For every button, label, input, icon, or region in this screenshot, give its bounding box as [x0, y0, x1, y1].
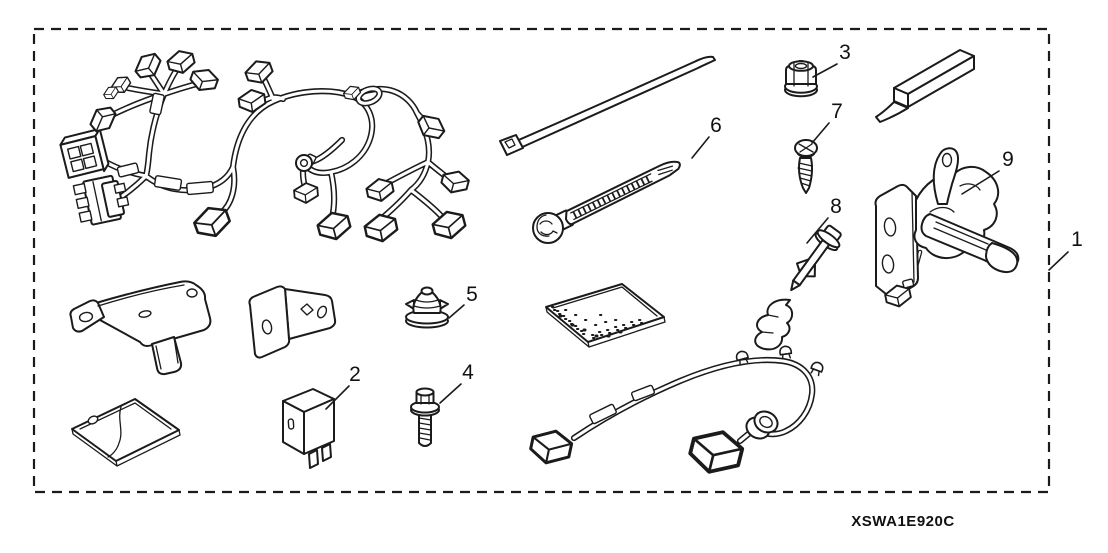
tapping-screw-drawing [794, 139, 818, 194]
flange-bolt-drawing [410, 387, 440, 447]
fastener-sheet-drawing [545, 283, 666, 348]
relay-drawing [282, 388, 335, 469]
callout-9: 9 [1002, 148, 1014, 171]
adhesive-pad-drawing [71, 398, 181, 467]
kit-boundary-dashed-border [32, 27, 1051, 494]
ratchet-cable-tie-drawing [532, 160, 681, 244]
flange-nut-drawing [784, 60, 818, 98]
callout-6: 6 [710, 114, 722, 137]
harness-sleeves [116, 92, 214, 196]
push-clip-drawing [754, 224, 842, 351]
sub-harness-drawing [526, 344, 826, 481]
grommet-clip-drawing [405, 286, 449, 329]
bracket-assembly-drawing [874, 147, 1020, 310]
leader-lines [325, 63, 1069, 410]
harness-ring-terminal [295, 153, 317, 172]
callout-8: 8 [830, 195, 842, 218]
callout-5: 5 [466, 283, 478, 306]
harness-connectors [84, 47, 472, 246]
part-code-label: XSWA1E920C [851, 513, 954, 530]
foam-strip-drawing [875, 49, 975, 123]
callout-7: 7 [831, 100, 843, 123]
harness-fuse-block [59, 127, 110, 179]
callout-1: 1 [1071, 228, 1083, 251]
flat-bracket-drawing [69, 280, 212, 376]
callout-4: 4 [462, 361, 474, 384]
l-bracket-drawing [248, 285, 337, 359]
cable-tie-drawing [499, 55, 716, 156]
callout-3: 3 [839, 41, 851, 64]
harness-connector-cluster [72, 174, 130, 226]
callout-2: 2 [349, 363, 361, 386]
main-wiring-harness-drawing [59, 47, 472, 246]
